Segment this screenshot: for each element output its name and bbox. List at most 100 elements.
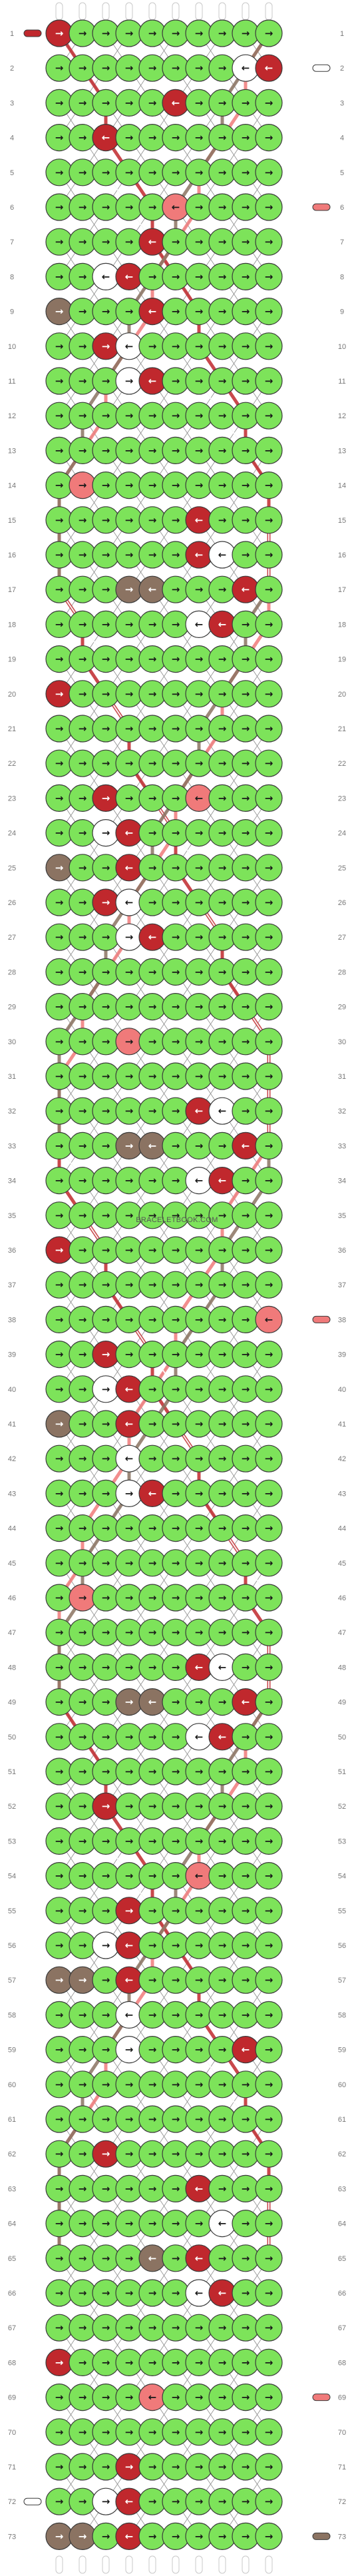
knot[interactable]: → [92,818,120,847]
knot[interactable]: → [115,2036,143,2064]
knot[interactable]: → [255,1236,283,1264]
knot[interactable]: → [255,2174,283,2202]
knot[interactable]: → [45,818,73,847]
knot[interactable]: → [232,2384,260,2412]
knot[interactable]: → [69,1375,96,1403]
knot[interactable]: ← [138,2244,166,2272]
knot[interactable]: → [138,1375,166,1403]
knot[interactable]: → [232,402,260,430]
knot[interactable]: → [232,1966,260,1994]
knot[interactable]: → [255,1375,283,1403]
knot[interactable]: → [162,2174,190,2202]
knot[interactable]: → [255,610,283,639]
knot[interactable]: → [45,1340,73,1369]
knot[interactable]: → [162,1028,190,1056]
knot[interactable]: → [162,2522,190,2550]
knot[interactable]: → [162,2036,190,2064]
knot[interactable]: → [92,2279,120,2307]
knot[interactable]: → [185,575,213,603]
knot[interactable]: → [255,1166,283,1195]
knot[interactable]: → [255,124,283,152]
knot[interactable]: → [45,1166,73,1195]
knot[interactable]: → [115,193,143,221]
knot[interactable]: → [69,680,96,708]
knot[interactable]: → [255,1966,283,1994]
knot[interactable]: → [208,818,236,847]
knot[interactable]: → [255,2244,283,2272]
knot[interactable]: → [69,1966,96,1994]
knot[interactable]: → [45,575,73,603]
knot[interactable]: → [92,1340,120,1369]
knot[interactable]: ← [208,2210,236,2238]
knot[interactable]: → [115,2244,143,2272]
knot[interactable]: ← [185,1166,213,1195]
knot[interactable]: → [208,1584,236,1612]
knot[interactable]: → [255,1758,283,1785]
knot[interactable]: → [185,402,213,430]
knot[interactable]: ← [185,1097,213,1125]
knot[interactable]: → [69,1514,96,1542]
knot[interactable]: → [69,506,96,534]
knot[interactable]: → [162,2071,190,2098]
knot[interactable]: → [45,1271,73,1299]
knot[interactable]: → [255,1131,283,1160]
knot[interactable]: → [45,262,73,290]
knot[interactable]: → [185,19,213,47]
knot[interactable]: ← [208,541,236,569]
knot[interactable]: → [92,1410,120,1438]
knot[interactable]: ← [138,367,166,395]
knot[interactable]: → [208,2174,236,2202]
knot[interactable]: → [255,1549,283,1577]
knot[interactable]: → [69,923,96,951]
knot[interactable]: → [115,1062,143,1090]
knot[interactable]: → [232,2453,260,2481]
knot[interactable]: → [69,1653,96,1681]
knot[interactable]: → [92,2105,120,2133]
knot[interactable]: → [138,436,166,465]
knot[interactable]: → [162,228,190,256]
knot[interactable]: ← [115,2001,143,2029]
knot[interactable]: → [138,1584,166,1612]
knot[interactable]: → [69,992,96,1021]
knot[interactable]: → [185,1584,213,1612]
knot[interactable]: → [115,1131,143,1160]
knot[interactable]: → [92,332,120,360]
knot[interactable]: → [232,2522,260,2550]
knot[interactable]: → [255,1514,283,1542]
knot[interactable]: ← [115,888,143,916]
knot[interactable]: → [69,1862,96,1890]
knot[interactable]: → [185,2314,213,2342]
knot[interactable]: → [138,854,166,882]
knot[interactable]: → [69,1271,96,1299]
knot[interactable]: → [255,89,283,117]
knot[interactable]: → [92,2487,120,2515]
knot[interactable]: → [69,2279,96,2307]
knot[interactable]: → [208,193,236,221]
knot[interactable]: → [208,854,236,882]
knot[interactable]: → [185,1966,213,1994]
knot[interactable]: → [208,1514,236,1542]
knot[interactable]: ← [185,1653,213,1681]
knot[interactable]: → [232,1062,260,1090]
knot[interactable]: → [255,1931,283,1959]
knot[interactable]: → [138,1305,166,1334]
knot[interactable]: → [69,1166,96,1195]
knot[interactable]: → [255,1201,283,1229]
knot[interactable]: → [255,332,283,360]
knot[interactable]: → [162,1271,190,1299]
knot[interactable]: → [45,749,73,777]
knot[interactable]: → [138,1028,166,1056]
knot[interactable]: → [185,228,213,256]
knot[interactable]: → [115,1792,143,1820]
knot[interactable]: → [232,2001,260,2029]
knot[interactable]: → [208,471,236,499]
knot[interactable]: → [92,1166,120,1195]
knot[interactable]: ← [138,1131,166,1160]
knot[interactable]: → [92,54,120,82]
knot[interactable]: → [115,1827,143,1855]
knot[interactable]: → [162,1897,190,1925]
knot[interactable]: → [92,1479,120,1507]
knot[interactable]: → [255,541,283,569]
knot[interactable]: → [92,1862,120,1890]
knot[interactable]: → [185,1271,213,1299]
